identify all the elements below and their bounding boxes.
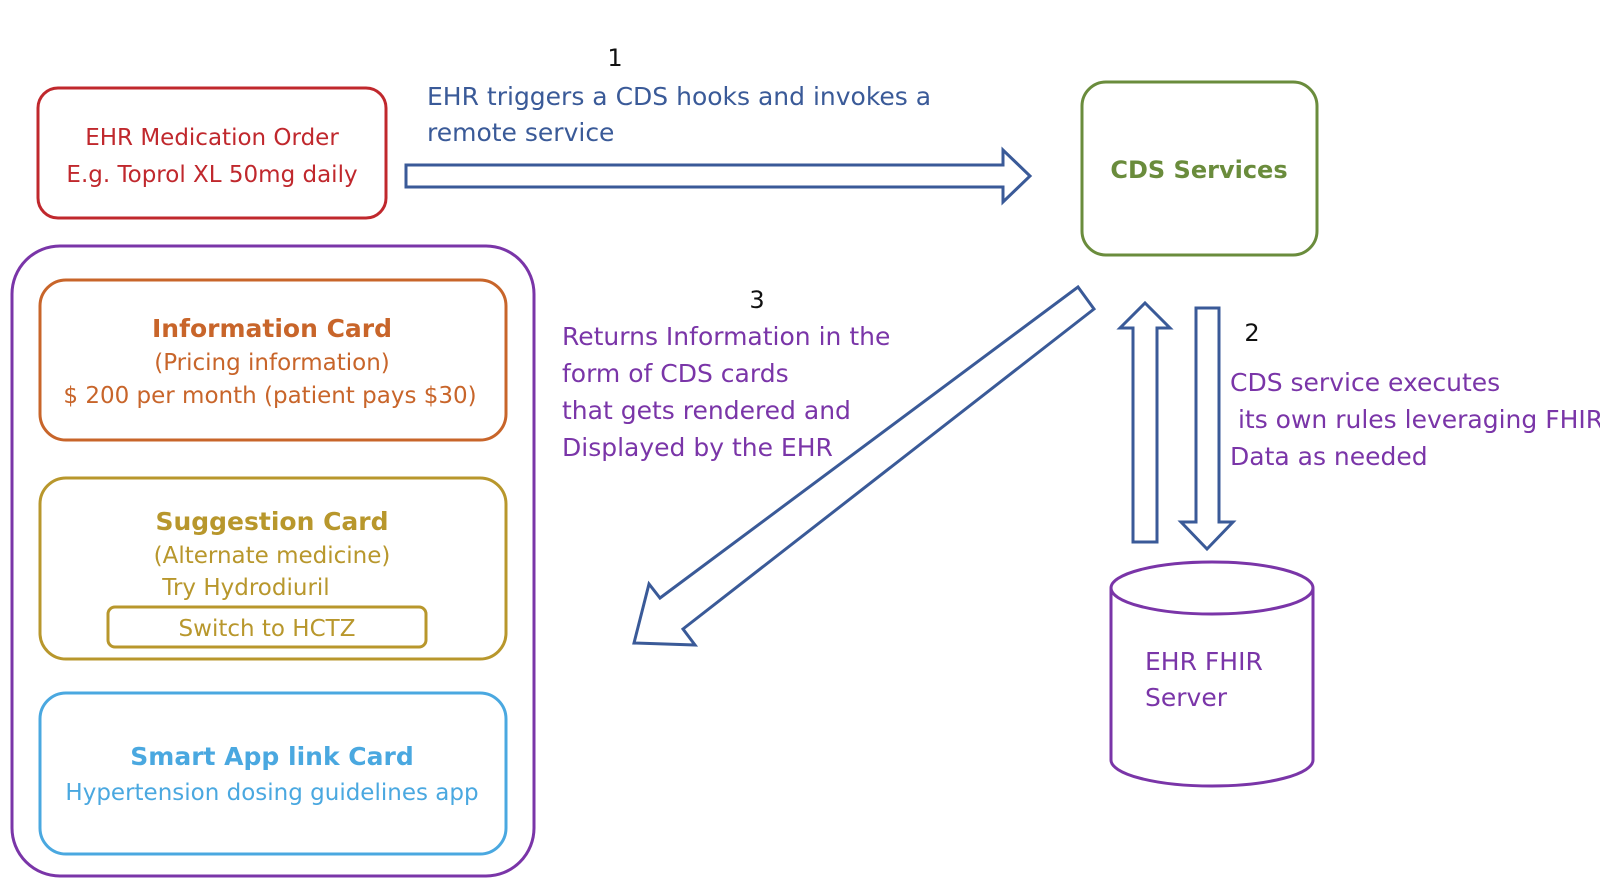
- step3-line2: form of CDS cards: [562, 359, 789, 388]
- suggestion-card: Suggestion Card (Alternate medicine) Try…: [38, 476, 508, 661]
- suggestion-card-line1: (Alternate medicine): [154, 543, 391, 569]
- smart-app-card-line1[interactable]: Hypertension dosing guidelines app: [65, 780, 478, 806]
- switch-to-hctz-label: Switch to HCTZ: [179, 616, 356, 642]
- step1-number: 1: [607, 44, 622, 72]
- arrow-request-right: [404, 146, 1033, 206]
- step3-line1: Returns Information in the: [562, 322, 890, 351]
- fhir-server-cylinder: EHR FHIR Server: [1109, 560, 1315, 788]
- information-card-line1: (Pricing information): [154, 350, 390, 376]
- switch-to-hctz-button[interactable]: Switch to HCTZ: [106, 605, 428, 649]
- step2-number: 2: [1244, 319, 1259, 347]
- cds-services-label: CDS Services: [1110, 156, 1287, 184]
- information-card-title: Information Card: [152, 314, 392, 343]
- information-card-line2: $ 200 per month (patient pays $30): [63, 383, 476, 409]
- suggestion-card-line2: Try Hydrodiuril: [161, 575, 329, 601]
- step3-number: 3: [749, 286, 764, 314]
- order-line2: E.g. Toprol XL 50mg daily: [66, 162, 357, 188]
- step2-line1: CDS service executes: [1230, 368, 1500, 397]
- suggestion-card-title: Suggestion Card: [155, 507, 388, 536]
- step3-line4: Displayed by the EHR: [562, 433, 833, 462]
- information-card: Information Card (Pricing information) $…: [38, 278, 508, 442]
- arrow-fhir-up: [1116, 300, 1174, 544]
- fhir-server-line2: Server: [1145, 683, 1228, 712]
- cards-container: [10, 244, 536, 878]
- smart-app-link-card: Smart App link Card Hypertension dosing …: [38, 691, 508, 856]
- step3-line3: that gets rendered and: [562, 396, 851, 425]
- arrow-response-diagonal: [632, 284, 1097, 647]
- step1-line2: remote service: [427, 118, 614, 147]
- cds-services-box: CDS Services: [1080, 80, 1319, 257]
- arrow-fhir-down: [1177, 306, 1237, 552]
- order-line1: EHR Medication Order: [85, 125, 339, 151]
- step2-line3: Data as needed: [1230, 442, 1428, 471]
- smart-app-card-title[interactable]: Smart App link Card: [130, 742, 413, 771]
- fhir-server-line1: EHR FHIR: [1145, 647, 1263, 676]
- step2-line2: its own rules leveraging FHIR: [1230, 405, 1600, 434]
- step1-line1: EHR triggers a CDS hooks and invokes a: [427, 82, 931, 111]
- ehr-medication-order-box: EHR Medication Order E.g. Toprol XL 50mg…: [36, 86, 388, 220]
